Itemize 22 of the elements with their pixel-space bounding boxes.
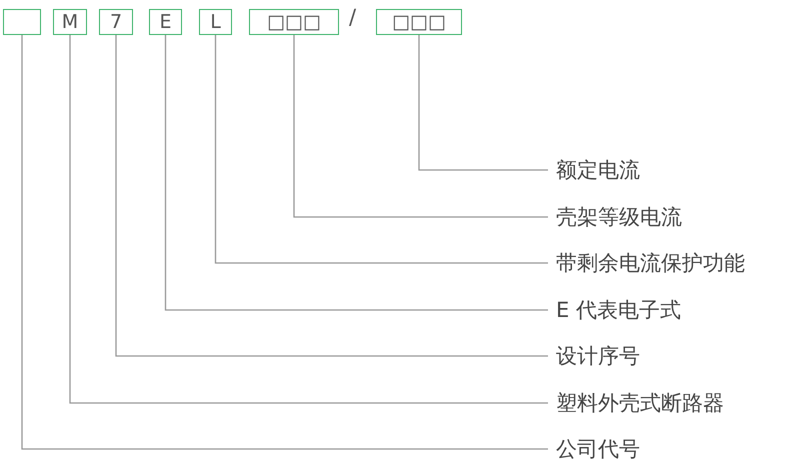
code-box: E: [149, 9, 182, 35]
description-text: 塑料外壳式断路器: [556, 390, 724, 416]
description-text: 公司代号: [556, 436, 640, 462]
code-box: M: [53, 9, 87, 35]
separator-text: /: [349, 5, 356, 29]
description-text: E 代表电子式: [556, 297, 681, 323]
leader-line: [418, 35, 548, 171]
leader-line: [293, 35, 548, 218]
leader-line: [164, 35, 548, 311]
leader-line: [214, 35, 548, 264]
code-box: 7: [99, 9, 133, 35]
code-box: □□□: [249, 9, 339, 35]
leader-line: [21, 35, 548, 450]
leader-line: [115, 35, 548, 357]
description-text: 设计序号: [556, 343, 640, 369]
code-box: L: [199, 9, 232, 35]
description-text: 带剩余电流保护功能: [556, 250, 745, 276]
description-text: 额定电流: [556, 157, 640, 183]
leader-line: [69, 35, 548, 404]
description-text: 壳架等级电流: [556, 204, 682, 230]
empty-code-box: [3, 9, 41, 35]
code-box: □□□: [376, 9, 462, 35]
